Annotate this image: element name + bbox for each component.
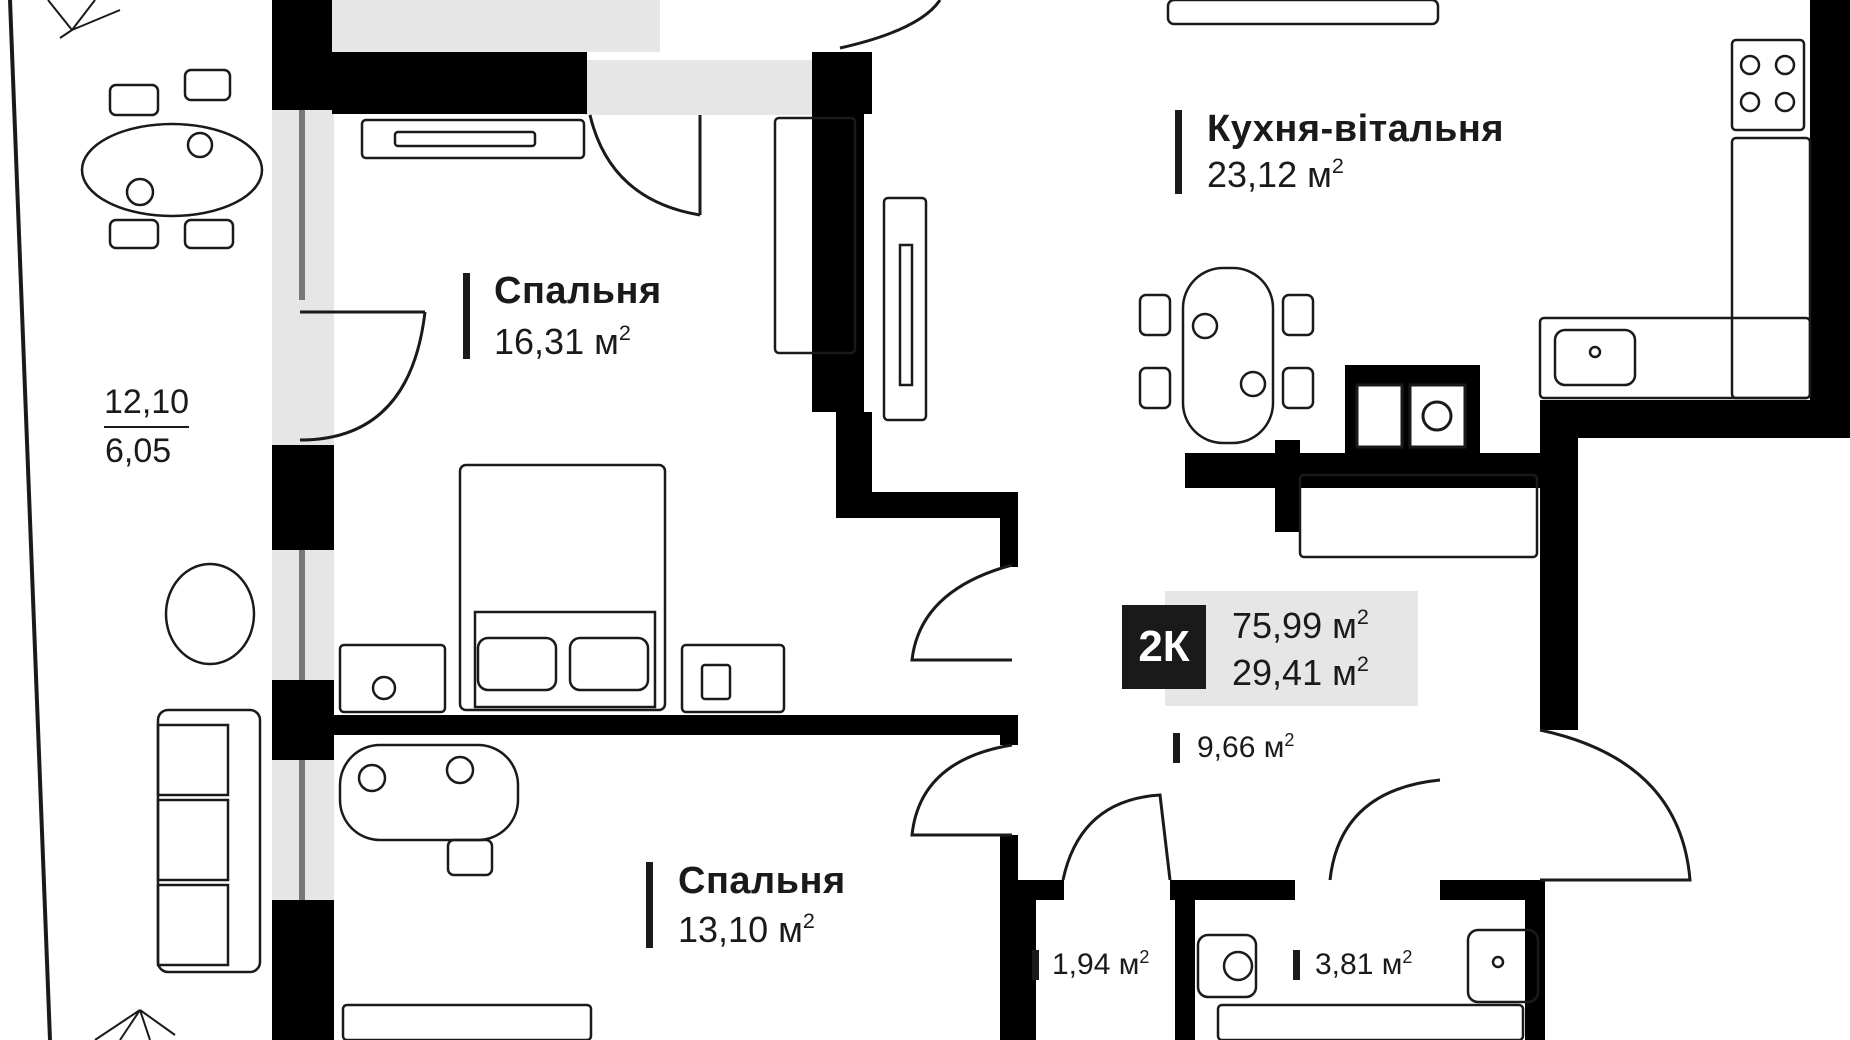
hallway-marker <box>1173 733 1180 763</box>
nightstand-2 <box>680 643 786 714</box>
apartment-type-badge: 2К <box>1122 605 1206 689</box>
kitchen-sofa <box>1166 0 1440 26</box>
hallway-area: 9,66 м2 <box>1197 730 1295 764</box>
bedroom-2-area-value: 13,10 м <box>678 909 803 950</box>
living-area: 29,41 м2 <box>1232 652 1369 693</box>
bedroom-2-area: 13,10 м2 <box>678 909 815 950</box>
total-area: 75,99 м2 <box>1232 605 1369 646</box>
bath-sink <box>1466 928 1540 1004</box>
balcony-sofa <box>156 708 262 974</box>
kitchen-marker <box>1175 110 1182 194</box>
wc-marker <box>1032 950 1039 980</box>
balcony-outline <box>8 0 52 1040</box>
bathtub <box>1216 1003 1525 1040</box>
unit-sup: 2 <box>1139 947 1150 967</box>
walls <box>272 0 1850 1040</box>
living-area-value: 29,41 м <box>1232 652 1357 693</box>
bedroom-1-area-value: 16,31 м <box>494 321 619 362</box>
unit-sup: 2 <box>1402 947 1413 967</box>
bedroom-2-name: Спальня <box>678 860 846 902</box>
desk <box>338 743 520 842</box>
kitchen-counter <box>1298 473 1539 559</box>
kitchen-living-name: Кухня-вітальня <box>1207 108 1504 150</box>
plant-icons <box>47 0 176 1040</box>
bedroom-1-name: Спальня <box>494 270 662 312</box>
unit-sup: 2 <box>802 908 815 933</box>
bedroom-1-marker <box>463 273 470 359</box>
bathroom-area-value: 3,81 м <box>1315 948 1403 981</box>
bed-1 <box>458 463 667 712</box>
balcony-area-full: 12,10 <box>104 383 190 428</box>
nightstand-1 <box>338 643 447 714</box>
hob <box>1730 38 1806 132</box>
bed-2-head <box>341 1003 593 1040</box>
hall-wardrobe <box>882 196 928 422</box>
unit-sup: 2 <box>1356 651 1369 676</box>
wc-area: 1,94 м2 <box>1052 947 1150 981</box>
balcony-grill <box>164 562 256 666</box>
unit-sup: 2 <box>1284 730 1295 750</box>
total-area-value: 75,99 м <box>1232 605 1357 646</box>
unit-sup: 2 <box>1331 153 1344 178</box>
wc-toilet <box>1196 933 1258 999</box>
unit-sup: 2 <box>1356 604 1369 629</box>
wc-area-value: 1,94 м <box>1052 948 1140 981</box>
dining-table <box>1181 266 1275 445</box>
bedroom-1-area: 16,31 м2 <box>494 321 631 362</box>
balcony-area-half: 6,05 <box>105 432 172 470</box>
unit-sup: 2 <box>618 320 631 345</box>
wardrobe <box>773 116 857 355</box>
kitchen-living-area-value: 23,12 м <box>1207 154 1332 195</box>
bedroom-2-marker <box>646 862 653 948</box>
bathroom-marker <box>1293 950 1300 980</box>
summary-box <box>1165 591 1418 706</box>
furniture <box>80 0 1812 1040</box>
door-swings <box>299 0 1692 882</box>
bathroom-area: 3,81 м2 <box>1315 947 1413 981</box>
kitchen-living-area: 23,12 м2 <box>1207 154 1344 195</box>
balcony-table <box>80 122 264 218</box>
stove-cutout <box>1355 383 1467 449</box>
kitchen-run <box>1730 136 1812 400</box>
hallway-area-value: 9,66 м <box>1197 731 1285 764</box>
window-glazing <box>272 0 815 900</box>
tv-unit <box>360 118 586 160</box>
